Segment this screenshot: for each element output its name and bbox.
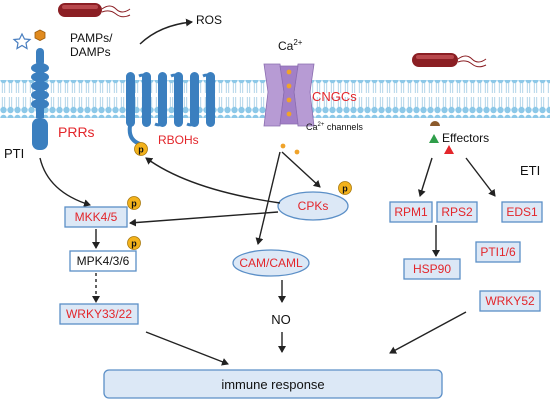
bacterium-icon (412, 53, 487, 68)
mpk-label: MPK4/3/6 (77, 254, 130, 268)
ca-channels-label: Ca2+ channels (306, 122, 363, 132)
phospho-badge: p (338, 181, 352, 195)
cam-caml-ellipse (232, 249, 310, 277)
damps-label: DAMPs (70, 45, 111, 59)
svg-text:p: p (138, 145, 144, 155)
eds1-label: EDS1 (506, 205, 538, 219)
hsp90-label: HSP90 (413, 262, 451, 276)
svg-text:p: p (131, 199, 137, 209)
pti16-label: PTI1/6 (480, 245, 516, 259)
prr-receptor (31, 48, 49, 150)
wrky33-label: WRKY33/22 (66, 307, 132, 321)
no-label: NO (271, 312, 291, 327)
mkk-label: MKK4/5 (75, 210, 118, 224)
cpks-label: CPKs (298, 199, 329, 213)
hexagon-icon (34, 29, 46, 41)
mkk-box (64, 206, 128, 228)
ros-label: ROS (196, 13, 222, 27)
wrky52-box (479, 290, 541, 312)
eds1-box (501, 201, 543, 223)
rpm1-box (389, 201, 433, 223)
effector-icons (429, 121, 454, 154)
cngc-channel (263, 63, 315, 155)
rpm1-label: RPM1 (394, 205, 428, 219)
pti16-box (475, 241, 521, 263)
wrky52-label: WRKY52 (485, 294, 535, 308)
hsp90-box (403, 258, 461, 280)
phospho-badge: p (127, 236, 141, 250)
prrs-label: PRRs (58, 124, 95, 140)
eti-label: ETI (520, 163, 540, 178)
rboh-protein (126, 72, 215, 146)
immune-response-box (103, 369, 443, 399)
cam-caml-label: CAM/CAML (239, 256, 303, 270)
effectors-label: Effectors (442, 131, 489, 145)
immune-response-label: immune response (221, 377, 324, 392)
svg-text:p: p (342, 184, 348, 194)
wrky33-box (59, 303, 139, 325)
cpks-ellipse (277, 191, 349, 221)
bacterium-icon (58, 3, 131, 18)
rps2-box (436, 201, 478, 223)
svg-text:p: p (131, 239, 137, 249)
pamps-label: PAMPs/ (70, 31, 113, 45)
phospho-badge: p (127, 196, 141, 210)
star-icon (12, 32, 32, 50)
rps2-label: RPS2 (441, 205, 473, 219)
cngcs-label: CNGCs (312, 89, 357, 104)
rbohs-label: RBOHs (158, 133, 199, 147)
mpk-box (69, 250, 137, 272)
ca-label: Ca2+ (278, 38, 303, 53)
phospho-badge: p (134, 142, 148, 156)
pti-label: PTI (4, 146, 24, 161)
